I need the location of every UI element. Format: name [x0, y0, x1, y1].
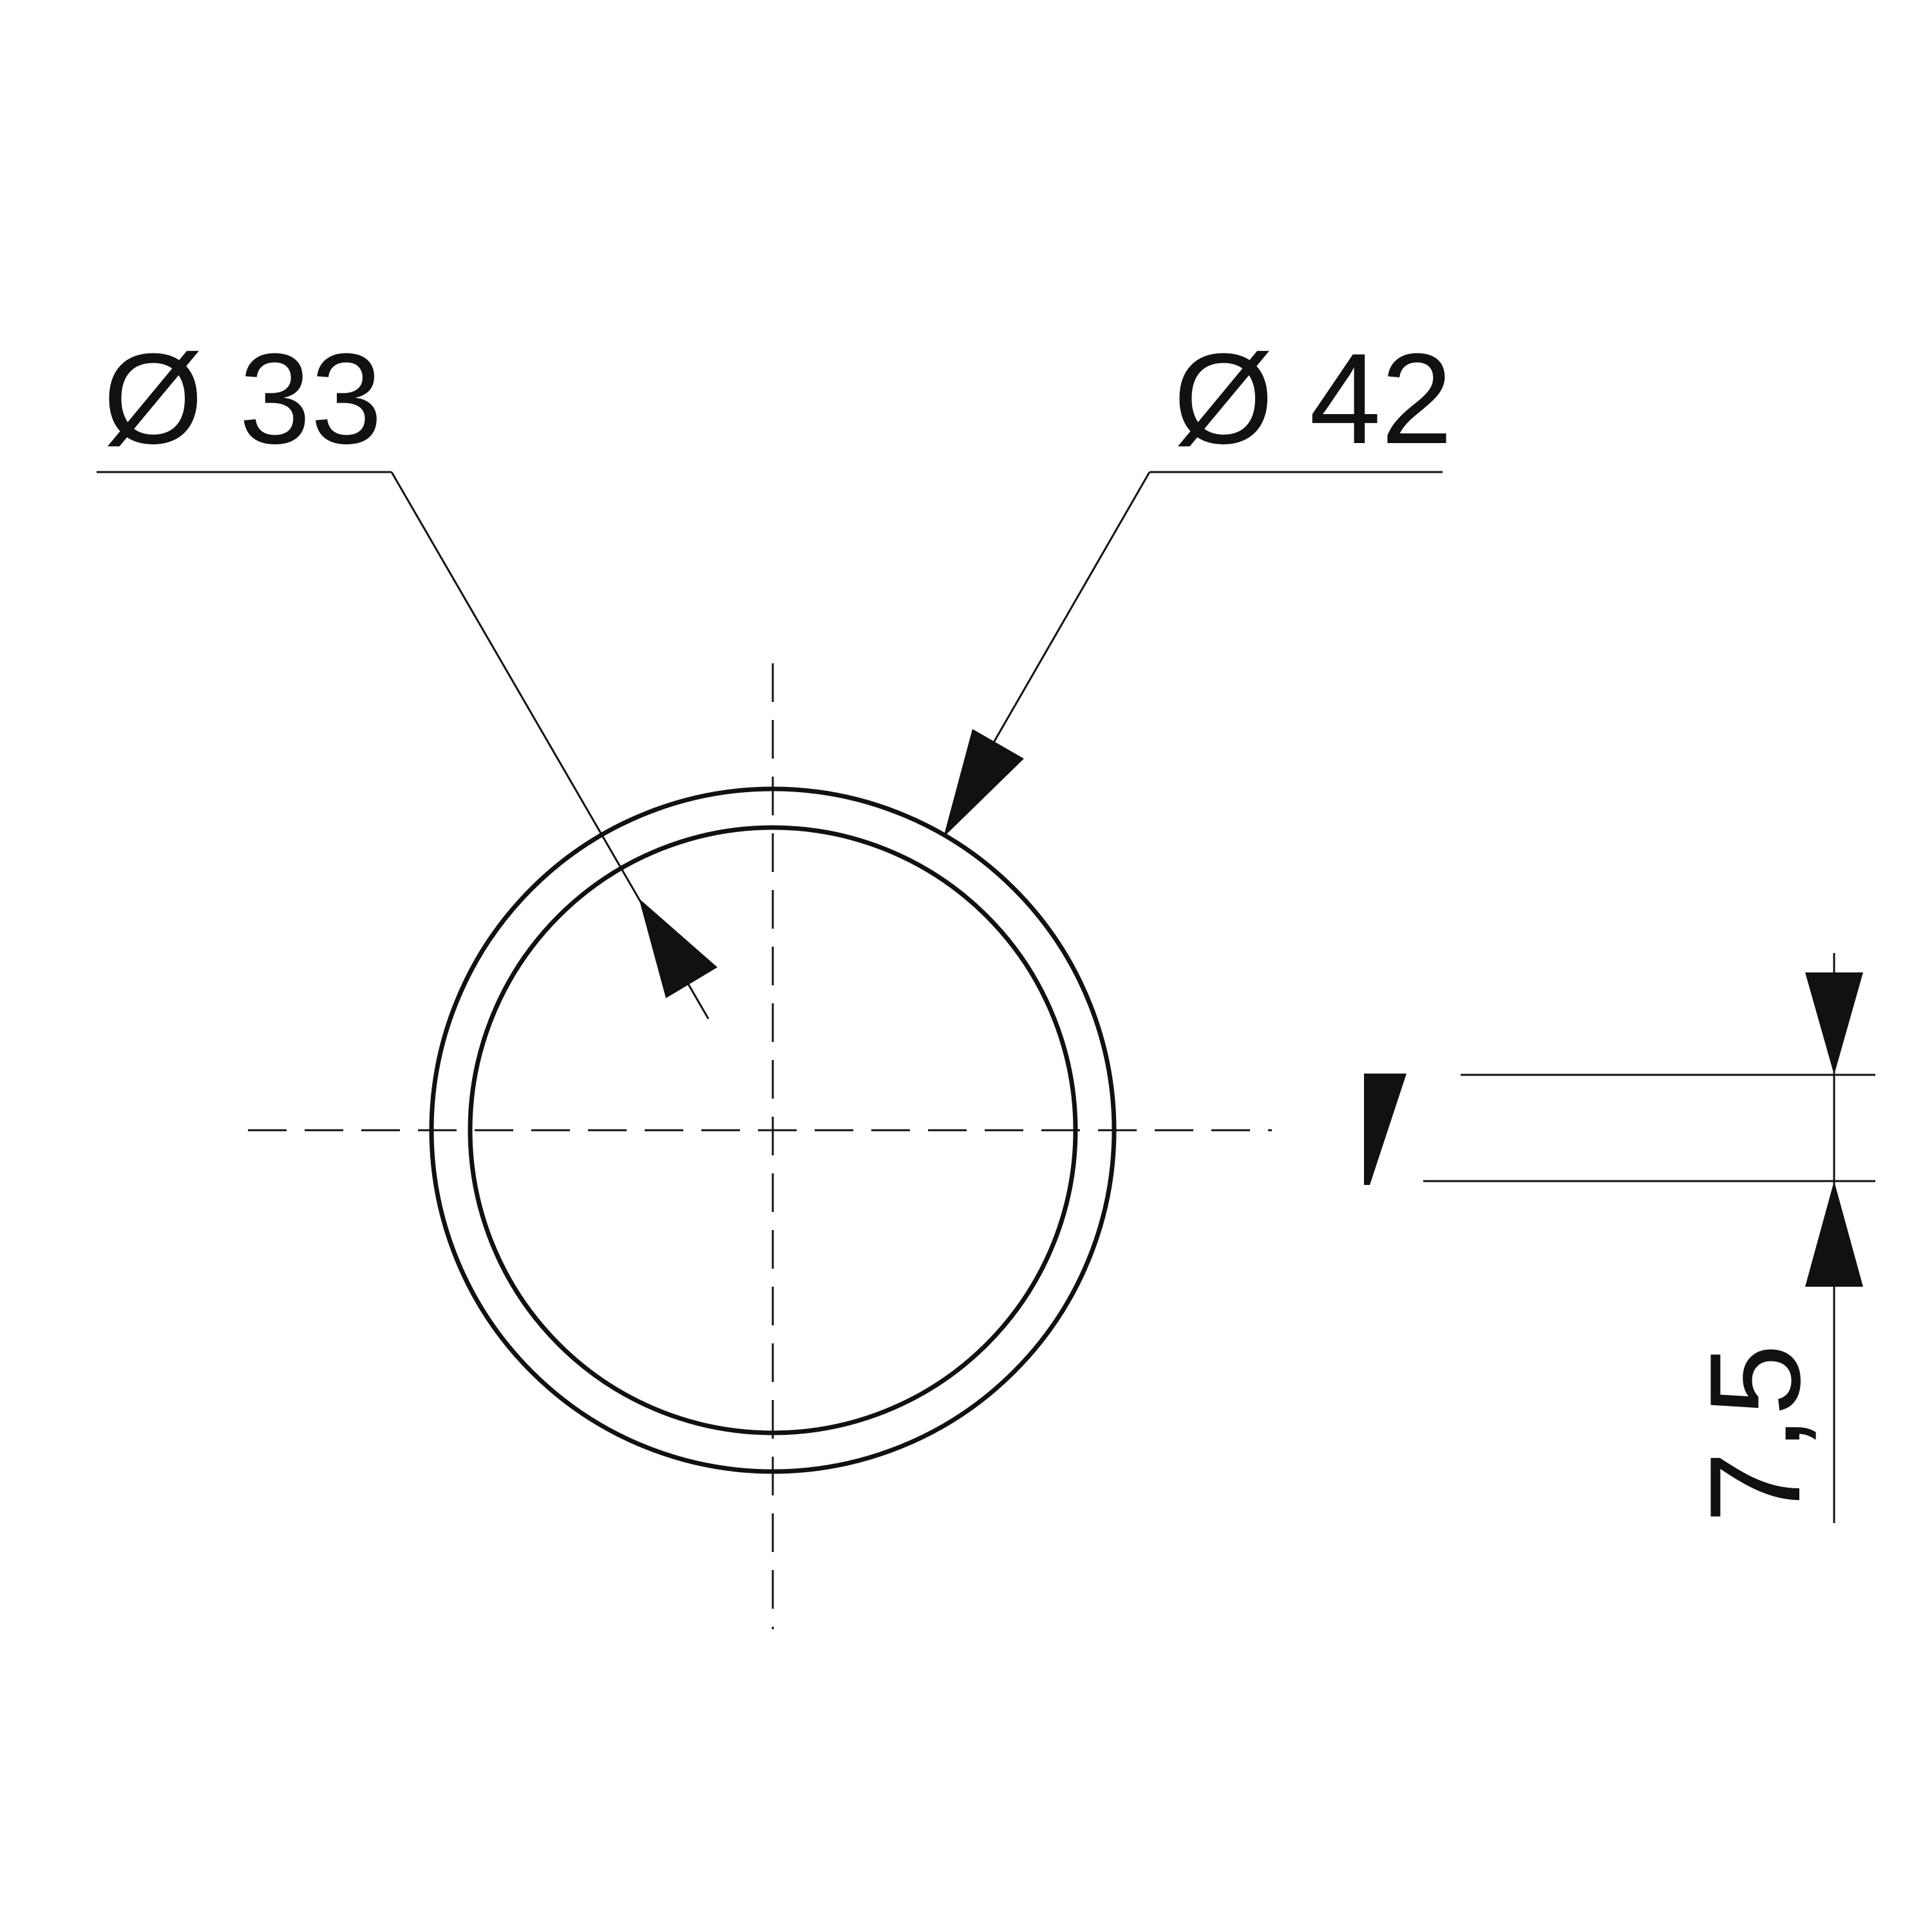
wall-section-profile: [1364, 1074, 1406, 1185]
thickness-arrowhead-bottom: [1805, 1181, 1863, 1287]
thickness-label: 7,5: [1683, 1344, 1827, 1523]
wall-thickness-dimension: 7,5: [1364, 953, 1875, 1523]
outer-diameter-leader-line: [990, 471, 1151, 746]
inner-circle: [468, 825, 1078, 1435]
thickness-arrowhead-top: [1805, 972, 1863, 1075]
inner-diameter-arrowhead: [639, 898, 717, 998]
outer-diameter-label: Ø 42: [1173, 327, 1453, 471]
outer-diameter-arrowhead: [943, 729, 1024, 837]
outer-circle: [429, 786, 1117, 1474]
outer-diameter-callout: Ø 42: [943, 327, 1453, 837]
inner-diameter-label: Ø 33: [103, 327, 383, 471]
inner-diameter-callout: Ø 33: [97, 327, 717, 1019]
